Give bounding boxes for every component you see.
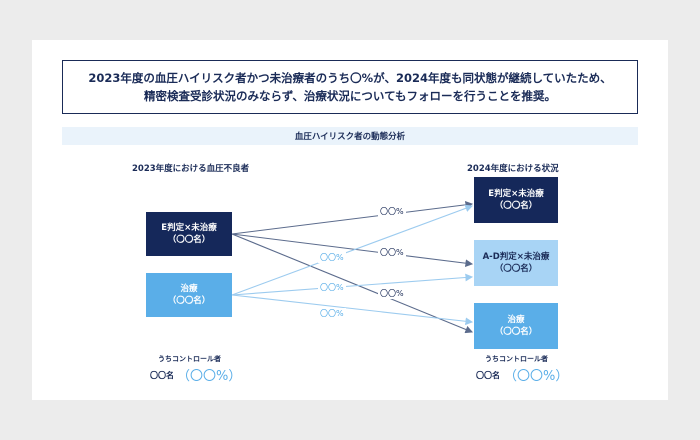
flow-light-to-treat [231,294,474,326]
right-box-e-count: （〇〇名） [494,201,538,211]
flow-dark-to-treat-pct: 〇〇% [378,288,406,299]
right-control-label: うちコントロール者 [485,355,548,363]
right-box-treatment-label: 治療 [507,315,525,325]
right-control-pct: （〇〇%） [504,369,569,384]
right-box-e-label: E判定×未治療 [488,189,544,199]
flow-arrows [231,200,474,334]
left-control-label: うちコントロール者 [158,355,221,363]
left-box-treatment-count: （〇〇名） [167,296,211,306]
flow-light-to-ad-pct: 〇〇% [318,282,346,293]
left-box-treatment: 治療 （〇〇名） [146,273,232,317]
right-box-treatment-count: （〇〇名） [494,327,538,337]
right-box-ad-count: （〇〇名） [494,264,538,274]
right-box-ad-label: A-D判定×未治療 [482,252,550,262]
flow-dark-to-e [231,200,474,235]
left-box-e-count: （〇〇名） [167,235,211,245]
right-control-count: 〇〇名 [476,371,500,380]
right-box-treatment: 治療 （〇〇名） [474,303,558,349]
right-column-title: 2024年度における状況 [467,164,559,174]
flow-light-to-e-pct: 〇〇% [318,252,346,263]
flow-light-to-treat-pct: 〇〇% [318,308,346,319]
left-column-title: 2023年度における血圧不良者 [132,164,250,174]
left-box-e-label: E判定×未治療 [161,223,217,233]
slide: 2023年度の血圧ハイリスク者かつ未治療者のうち〇%が、2024年度も同状態が継… [32,40,668,400]
key-message-line-2: 精密検査受診状況のみならず、治療状況についてもフォローを行うことを推奨。 [143,89,557,103]
flow-dark-to-e-pct: 〇〇% [378,206,406,217]
flow-dark-to-ad-pct: 〇〇% [378,247,406,258]
key-message-line-1: 2023年度の血圧ハイリスク者かつ未治療者のうち〇%が、2024年度も同状態が継… [88,71,612,85]
section-title: 血圧ハイリスク者の動態分析 [62,127,638,145]
right-box-ad-untreated: A-D判定×未治療 （〇〇名） [474,240,558,286]
left-control-count: 〇〇名 [150,371,174,380]
flow-light-to-e [231,204,474,296]
flow-dark-to-treat [231,233,474,334]
flow-dark-to-ad [231,233,474,268]
left-control-pct: （〇〇%） [177,369,242,384]
flow-light-to-ad [231,273,474,296]
left-box-treatment-label: 治療 [180,284,198,294]
right-box-e-untreated: E判定×未治療 （〇〇名） [474,177,558,223]
left-box-e-untreated: E判定×未治療 （〇〇名） [146,212,232,256]
key-message-box: 2023年度の血圧ハイリスク者かつ未治療者のうち〇%が、2024年度も同状態が継… [62,60,638,114]
